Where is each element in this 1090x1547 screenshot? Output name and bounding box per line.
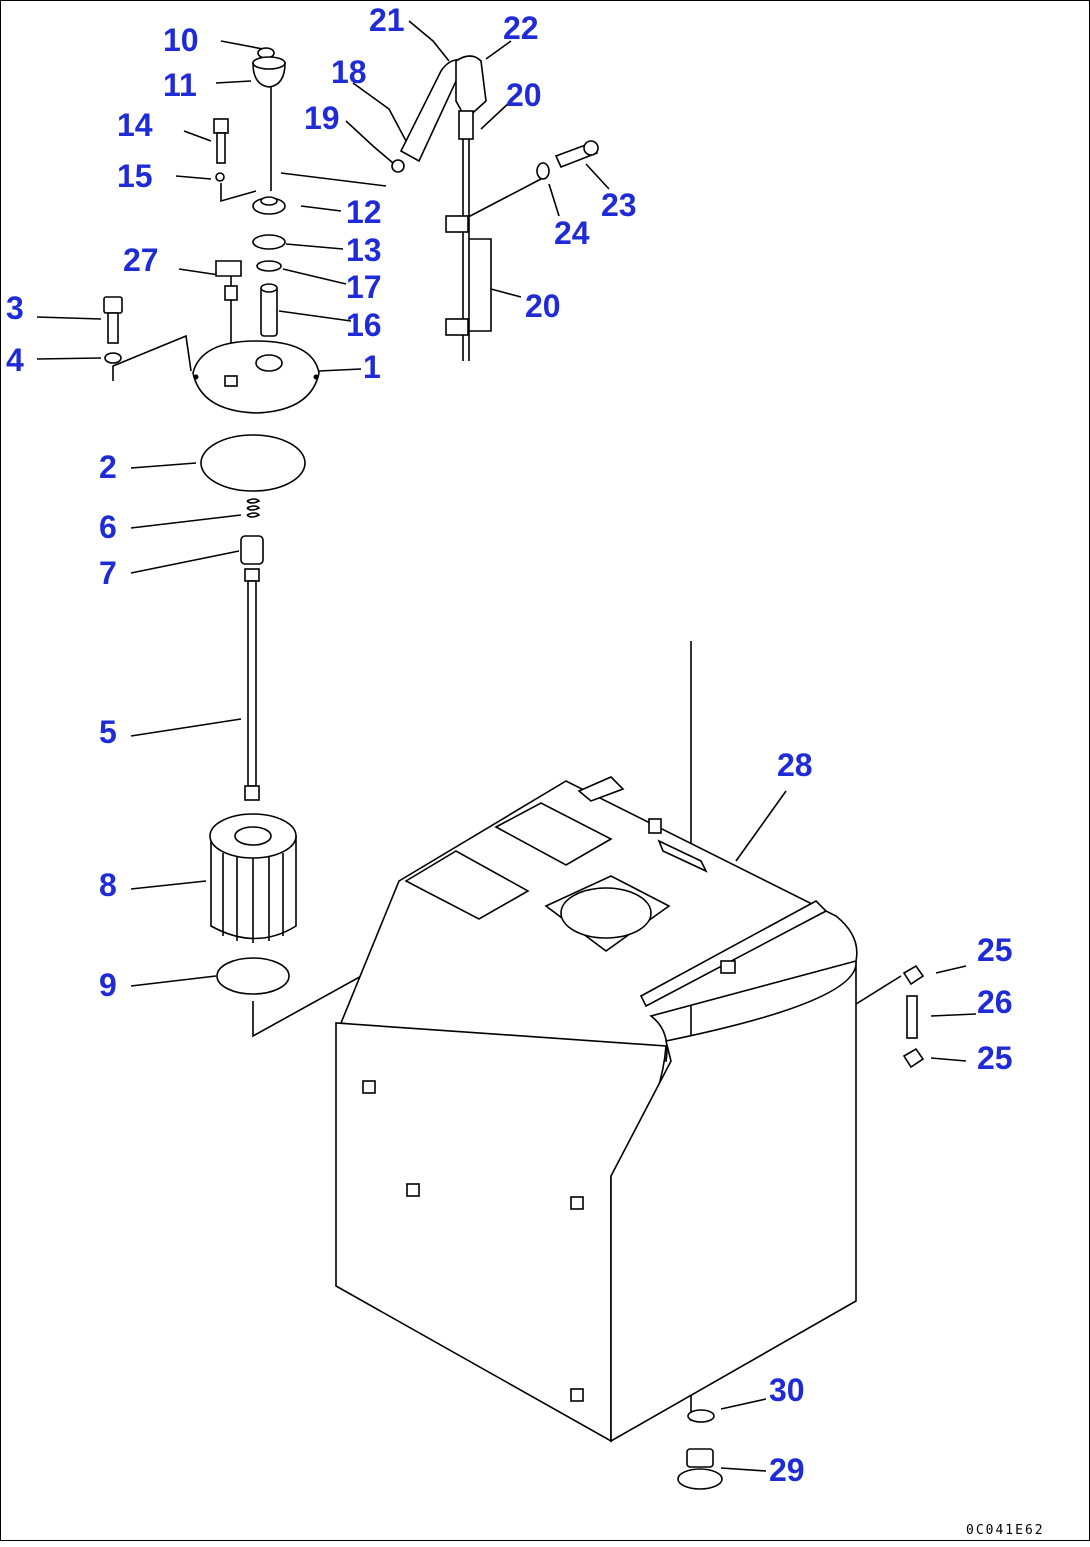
callout-14: 14 [117,107,153,143]
callout-10: 10 [163,22,199,58]
callout-29: 29 [769,1452,805,1488]
callout-12: 12 [346,194,382,230]
callout-7: 7 [99,555,117,591]
callout-13: 13 [346,232,382,268]
callout-26: 26 [977,984,1013,1020]
hydraulic-tank [335,776,925,1490]
cap-assembly [103,47,320,995]
callout-5: 5 [99,714,117,750]
callout-8: 8 [99,867,117,903]
callout-11: 11 [163,67,197,103]
breather-hose-assembly [391,55,599,361]
callout-19: 19 [304,100,340,136]
callout-23: 23 [601,187,637,223]
callout-22: 22 [503,10,539,46]
callout-20-bottom: 20 [525,288,561,324]
callout-25-top: 25 [977,932,1013,968]
callout-2: 2 [99,449,117,485]
callout-17: 17 [346,269,382,305]
callout-24: 24 [554,215,590,251]
callout-3: 3 [6,290,24,326]
callout-16: 16 [346,307,382,343]
callout-27: 27 [123,242,159,278]
callout-18: 18 [331,54,367,90]
callout-6: 6 [99,509,117,545]
callout-1: 1 [363,349,381,385]
drawing-code: 0C041E62 [966,1523,1045,1538]
callout-21: 21 [369,2,405,38]
callout-30: 30 [769,1372,805,1408]
callout-labels: 10 11 14 15 27 3 4 1 2 6 7 5 8 9 12 13 1… [6,2,1013,1488]
callout-4: 4 [6,342,24,378]
callout-20-top: 20 [506,77,542,113]
callout-28: 28 [777,747,813,783]
callout-25-bottom: 25 [977,1040,1013,1076]
callout-9: 9 [99,967,117,1003]
callout-15: 15 [117,158,153,194]
